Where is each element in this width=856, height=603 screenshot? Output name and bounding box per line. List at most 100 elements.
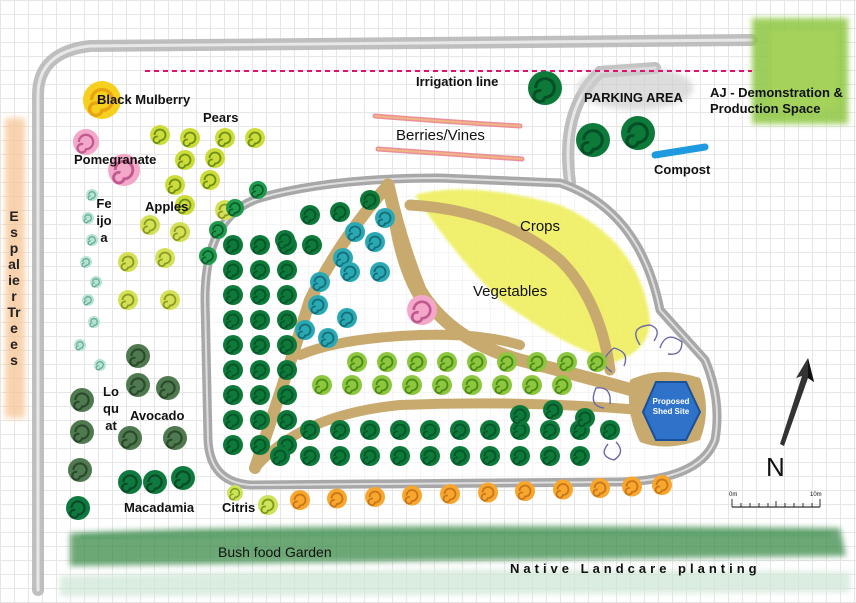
feijoa-tree-icon xyxy=(88,316,100,328)
green-tree-icon xyxy=(420,420,440,440)
native-landcare-label: Native Landcare planting xyxy=(510,561,761,576)
pomegranate-tree-icon xyxy=(73,129,99,155)
green-tree-icon xyxy=(223,235,243,255)
green-tree-icon xyxy=(390,420,410,440)
green-tree-icon xyxy=(450,446,470,466)
citris-label: Citris xyxy=(222,500,256,515)
green-tree-icon xyxy=(277,410,297,430)
irrigation-line-label: Irrigation line xyxy=(416,74,499,89)
green-tree-icon xyxy=(575,408,595,428)
pear-tree-icon xyxy=(180,128,200,148)
green-tree-icon xyxy=(250,410,270,430)
teal-tree-icon xyxy=(295,320,315,340)
green-tree-icon xyxy=(277,310,297,330)
green-tree-icon xyxy=(540,420,560,440)
green-tree-icon xyxy=(300,446,320,466)
black-mulberry-label: Black Mulberry xyxy=(97,92,191,107)
pear-tree-icon xyxy=(150,125,170,145)
green-tree-icon xyxy=(223,360,243,380)
crops-label: Crops xyxy=(520,218,561,235)
loquat-label: Loquat xyxy=(103,384,119,433)
orange-tree-icon xyxy=(365,487,385,507)
vegetables-label: Vegetables xyxy=(473,283,548,300)
teal-tree-icon xyxy=(370,262,390,282)
proposed-shed-site-icon xyxy=(641,381,702,441)
teal-tree-icon xyxy=(375,208,395,228)
green-tree-icon xyxy=(277,335,297,355)
parking-tree-icon xyxy=(576,123,610,157)
green-tree-icon xyxy=(570,446,590,466)
light-green-tree-icon xyxy=(407,352,427,372)
orange-tree-icon xyxy=(290,490,310,510)
green-tree-icon xyxy=(250,335,270,355)
green-tree-icon xyxy=(277,360,297,380)
citris-tree-icon xyxy=(258,495,278,515)
orange-tree-icon xyxy=(590,478,610,498)
apple-tree-icon xyxy=(118,290,138,310)
light-green-tree-icon xyxy=(497,352,517,372)
green-tree-icon xyxy=(300,420,320,440)
orange-tree-icon xyxy=(515,481,535,501)
light-green-tree-icon xyxy=(377,352,397,372)
pear-tree-icon xyxy=(200,170,220,190)
pomegranate-tree-icon xyxy=(108,154,140,186)
feijoa-label: Feijoa xyxy=(96,196,112,245)
crops-area xyxy=(415,189,650,362)
green-tree-icon xyxy=(223,335,243,355)
light-green-tree-icon xyxy=(522,375,542,395)
loquat-tree-icon xyxy=(68,458,92,482)
teal-tree-icon xyxy=(345,222,365,242)
light-green-tree-icon xyxy=(402,375,422,395)
parking-tree-icon xyxy=(621,116,655,150)
green-tree-icon xyxy=(199,247,217,265)
light-green-tree-icon xyxy=(372,375,392,395)
green-tree-icon xyxy=(250,260,270,280)
feijoa-tree-icon xyxy=(86,189,98,201)
light-green-tree-icon xyxy=(527,352,547,372)
pear-tree-icon xyxy=(205,148,225,168)
green-tree-icon xyxy=(360,190,380,210)
teal-tree-icon xyxy=(310,272,330,292)
green-tree-icon xyxy=(330,420,350,440)
orange-tree-icon xyxy=(440,484,460,504)
feijoa-tree-icon xyxy=(94,359,106,371)
apple-tree-icon xyxy=(155,248,175,268)
green-tree-icon xyxy=(223,385,243,405)
pear-tree-icon xyxy=(165,175,185,195)
green-tree-icon xyxy=(277,285,297,305)
green-tree-icon xyxy=(223,410,243,430)
macadamia-tree-icon xyxy=(143,470,167,494)
north-arrow-icon xyxy=(780,358,814,446)
teal-tree-icon xyxy=(308,295,328,315)
light-green-tree-icon xyxy=(347,352,367,372)
green-tree-icon xyxy=(250,285,270,305)
avocado-label: Avocado xyxy=(130,408,185,423)
green-tree-icon xyxy=(543,400,563,420)
orange-tree-icon xyxy=(478,482,498,503)
green-tree-icon xyxy=(270,446,290,466)
teal-tree-icon xyxy=(365,232,385,252)
green-tree-icon xyxy=(277,385,297,405)
green-tree-icon xyxy=(510,446,530,466)
light-green-tree-icon xyxy=(432,375,452,395)
green-tree-icon xyxy=(450,420,470,440)
aj-demonstration-label: AJ - Demonstration & Production Space xyxy=(710,85,843,116)
green-tree-icon xyxy=(420,446,440,466)
apples-label: Apples xyxy=(145,199,189,214)
orange-tree-icon xyxy=(622,476,642,497)
green-tree-icon xyxy=(250,435,270,455)
green-tree-icon xyxy=(540,446,560,466)
green-tree-icon xyxy=(250,360,270,380)
loquat-tree-icon xyxy=(118,426,142,450)
teal-tree-icon xyxy=(340,262,360,282)
feijoa-tree-icon xyxy=(82,294,94,306)
compost-label: Compost xyxy=(654,162,711,177)
green-tree-icon xyxy=(302,235,322,255)
light-green-tree-icon xyxy=(342,375,362,395)
apple-tree-icon xyxy=(118,252,138,272)
green-tree-icon xyxy=(600,420,620,440)
green-tree-icon xyxy=(250,310,270,330)
green-tree-icon xyxy=(223,310,243,330)
proposed-shed-site-label: Proposed Shed Site xyxy=(652,397,690,416)
